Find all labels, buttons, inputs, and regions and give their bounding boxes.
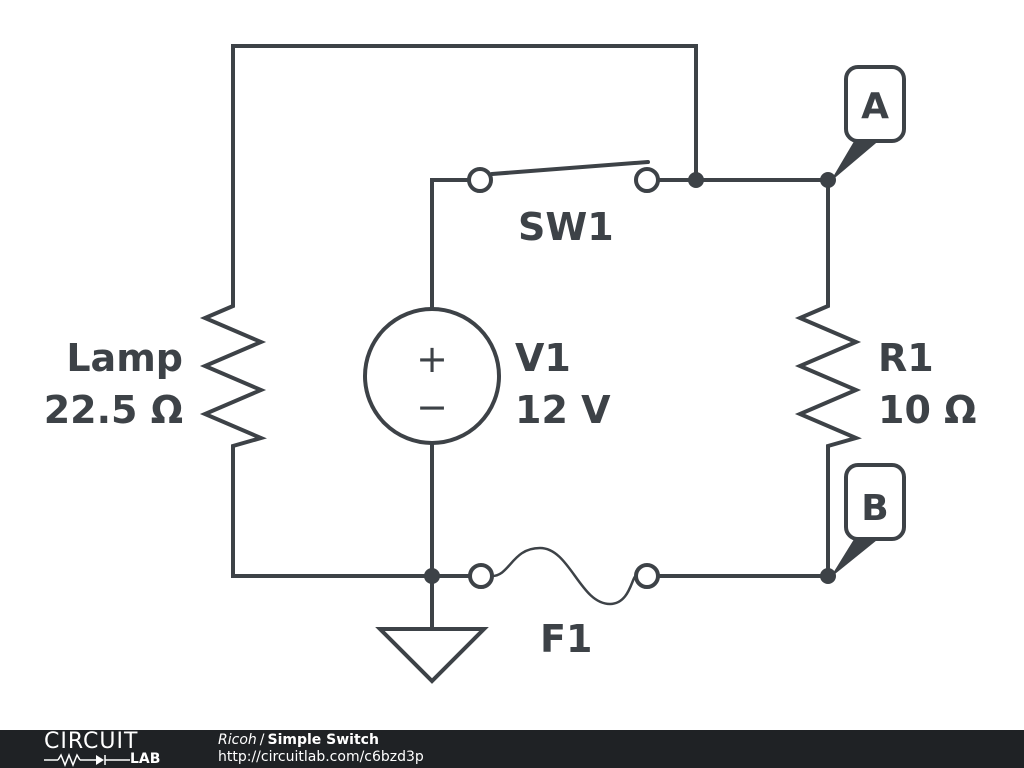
title-separator: /	[259, 732, 265, 748]
fuse-left-terminal	[468, 563, 494, 589]
probe-a-label: A	[861, 86, 889, 127]
wire-v1-top	[430, 178, 469, 310]
probe-a-box	[844, 65, 906, 143]
r1-name-label: R1	[878, 336, 934, 380]
source-plus-sign: +	[416, 337, 448, 381]
wire-top-loop	[231, 44, 698, 302]
circuit-url-link[interactable]: http://circuitlab.com/c6bzd3p	[218, 749, 424, 765]
switch-right-terminal	[634, 167, 660, 193]
r1-value-label: 10 Ω	[878, 388, 976, 432]
junction-ground-node	[424, 568, 440, 584]
junction-node-a	[820, 172, 836, 188]
circuitlab-logo[interactable]: CIRCUIT LAB	[40, 731, 180, 767]
source-value-label: 12 V	[515, 388, 611, 432]
circuit-title[interactable]: Simple Switch	[267, 732, 379, 748]
lamp-name-label: Lamp	[66, 336, 183, 380]
fuse-symbol	[491, 546, 638, 606]
logo-text-top: CIRCUIT	[44, 729, 139, 754]
logo-circuit-icon	[44, 753, 130, 767]
probe-b-box	[844, 463, 906, 541]
switch-left-terminal	[467, 167, 493, 193]
logo-text-bottom: LAB	[130, 751, 161, 767]
junction-node-b	[820, 568, 836, 584]
source-minus-sign: −	[416, 385, 448, 429]
voltage-source-symbol	[363, 307, 501, 445]
probe-b-pointer	[830, 536, 882, 578]
author-name[interactable]: Ricoh	[218, 732, 257, 748]
wire-lamp-bottom	[231, 450, 434, 578]
footer-title-line: Ricoh/Simple Switch	[218, 732, 379, 749]
switch-lever	[490, 160, 650, 176]
probe-b-label: B	[861, 488, 888, 529]
r1-resistor-symbol	[794, 298, 862, 454]
switch-name-label: SW1	[518, 205, 614, 249]
source-name-label: V1	[515, 336, 571, 380]
junction-switch-node	[688, 172, 704, 188]
fuse-name-label: F1	[540, 617, 592, 661]
fuse-right-terminal	[634, 563, 660, 589]
lamp-value-label: 22.5 Ω	[44, 388, 183, 432]
footer-bar: CIRCUIT LAB Ricoh/Simple Switch http://c…	[0, 730, 1024, 768]
lamp-resistor-symbol	[199, 298, 267, 454]
probe-a-pointer	[830, 138, 882, 182]
ground-symbol	[375, 627, 489, 684]
circuit-schematic: + − A	[44, 44, 976, 684]
